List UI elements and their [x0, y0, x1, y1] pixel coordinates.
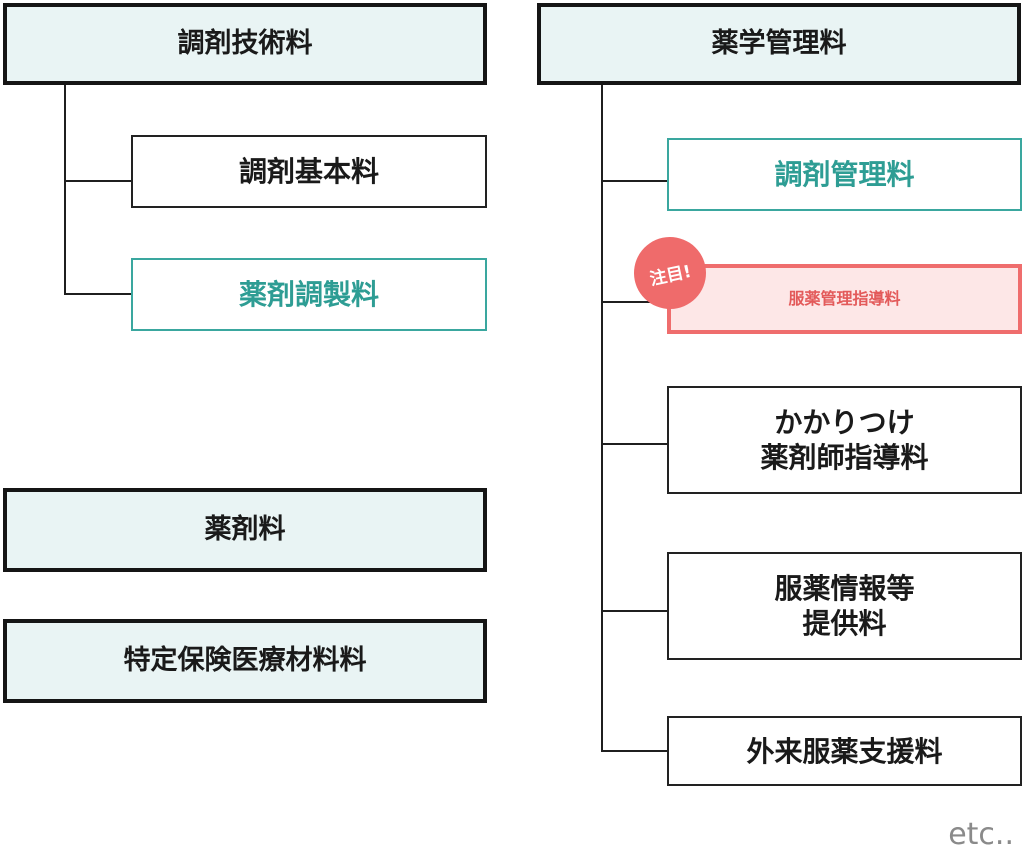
drug-fee-box: 薬剤料: [3, 488, 487, 572]
pharmaceutical-management-header: 薬学管理料: [537, 3, 1021, 85]
basic-dispensing-fee-label: 調剤基本料: [238, 155, 379, 188]
drug-preparation-fee-label: 薬剤調製料: [238, 278, 379, 311]
tree-line-right-vertical: [601, 85, 603, 752]
outpatient-medication-support-fee-label: 外来服薬支援料: [746, 734, 943, 768]
medication-info-provision-fee-box: 服薬情報等 提供料: [667, 552, 1022, 660]
drug-fee-label: 薬剤料: [204, 514, 286, 546]
medication-management-guidance-fee-label: 服薬管理指導料: [788, 289, 901, 308]
basic-dispensing-fee-box: 調剤基本料: [131, 135, 487, 208]
special-material-fee-label: 特定保険医療材料料: [123, 645, 367, 677]
family-pharmacist-guidance-fee-line1: かかりつけ: [774, 406, 915, 439]
technical-fee-title: 調剤技術料: [177, 28, 313, 60]
dispensing-management-fee-label: 調剤管理料: [774, 158, 915, 191]
medication-info-provision-fee-line2: 提供料: [802, 607, 887, 640]
medication-info-provision-fee-line1: 服薬情報等: [774, 572, 915, 605]
tree-line-left-branch-2: [64, 293, 131, 295]
tree-line-right-branch-1: [601, 180, 667, 182]
tree-line-right-branch-4: [601, 610, 667, 612]
family-pharmacist-guidance-fee-box: かかりつけ 薬剤師指導料: [667, 386, 1022, 494]
family-pharmacist-guidance-fee-line2: 薬剤師指導料: [760, 441, 929, 474]
tree-line-left-branch-1: [64, 180, 131, 182]
tree-line-right-branch-5: [601, 750, 667, 752]
drug-preparation-fee-box: 薬剤調製料: [131, 258, 487, 331]
attention-badge-label: 注目!: [648, 261, 694, 290]
medication-management-guidance-fee-box: 服薬管理指導料: [667, 264, 1022, 334]
dispensing-management-fee-box: 調剤管理料: [667, 138, 1022, 211]
tree-line-left-vertical: [64, 85, 66, 294]
tree-line-right-branch-3: [601, 443, 667, 445]
tree-line-right-branch-2: [601, 301, 667, 303]
etc-note: etc..: [948, 817, 1014, 852]
technical-fee-header: 調剤技術料: [3, 3, 487, 85]
pharmaceutical-management-title: 薬学管理料: [711, 28, 847, 60]
special-material-fee-box: 特定保険医療材料料: [3, 619, 487, 703]
outpatient-medication-support-fee-box: 外来服薬支援料: [667, 716, 1022, 786]
